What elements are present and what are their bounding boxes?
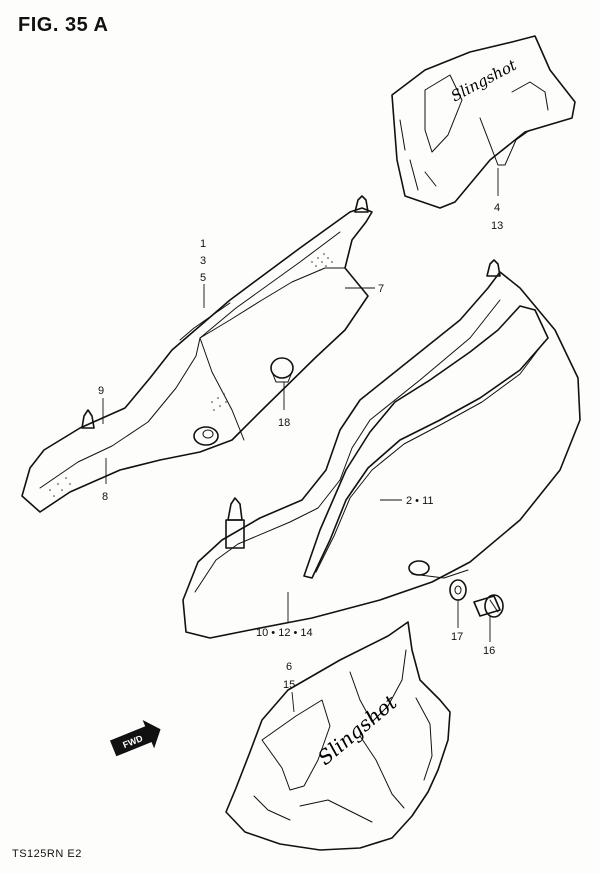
callout-16: 16 <box>483 645 495 657</box>
callout-7: 7 <box>378 283 384 295</box>
callout-9: 9 <box>98 385 104 397</box>
decal-lower-emblem: Slingshot <box>313 689 402 769</box>
callout-10-12-14: 10 • 12 • 14 <box>256 627 313 639</box>
callout-8: 8 <box>102 491 108 503</box>
callout-17: 17 <box>451 631 463 643</box>
callout-6: 6 <box>286 661 292 673</box>
frame-cover-left <box>21 195 373 513</box>
callout-5: 5 <box>200 272 206 284</box>
decal-upper: Slingshot <box>391 35 576 209</box>
grommet-18 <box>270 357 294 383</box>
callout-13: 13 <box>491 220 503 232</box>
decal-lower: Slingshot <box>225 621 451 851</box>
frame-cover-right <box>182 259 581 639</box>
callout-3: 3 <box>200 255 206 267</box>
fwd-arrow-icon: FWD <box>109 719 161 757</box>
callout-15: 15 <box>283 679 295 691</box>
callout-2-11: 2 • 11 <box>406 495 434 507</box>
decal-upper-emblem: Slingshot <box>448 55 520 105</box>
callout-1: 1 <box>200 238 206 250</box>
callout-18: 18 <box>278 417 290 429</box>
screw-16 <box>473 594 504 618</box>
callout-4: 4 <box>494 202 500 214</box>
figure-title: FIG. 35 A <box>18 14 109 36</box>
washer-17 <box>449 579 467 601</box>
model-code: TS125RN E2 <box>12 848 82 860</box>
